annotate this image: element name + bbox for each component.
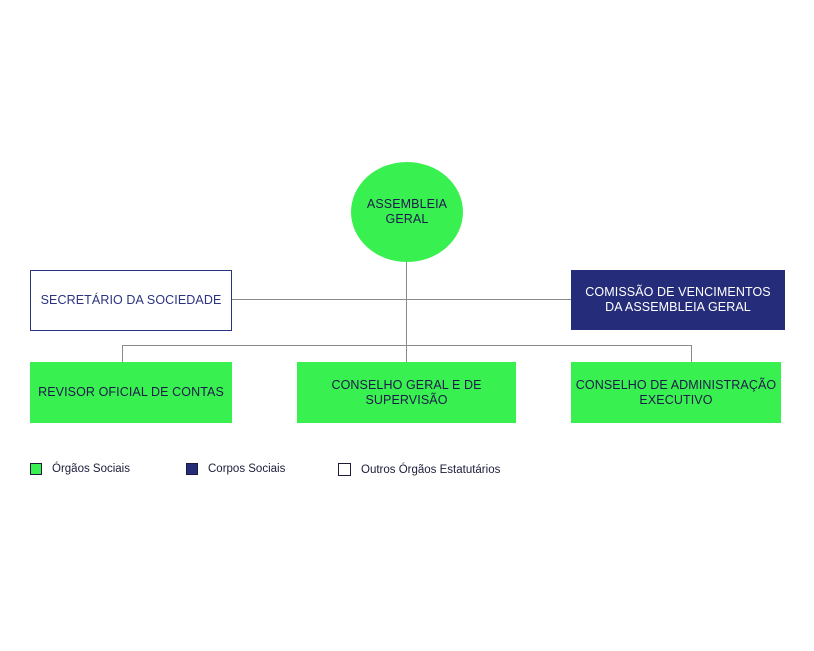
legend-corpos-sociais-label: Corpos Sociais (208, 463, 286, 475)
node-conselho-de-administracao-executivo: CONSELHO DE ADMINISTRAÇÃO EXECUTIVO (571, 362, 781, 423)
node-revisor-label: REVISOR OFICIAL DE CONTAS (38, 385, 224, 399)
node-assembleia-line1: ASSEMBLEIA (366, 197, 448, 211)
legend-orgaos-sociais: Órgãos Sociais (30, 463, 130, 475)
node-conselho-admin-line2: EXECUTIVO (639, 392, 713, 407)
node-secretario-da-sociedade: SECRETÁRIO DA SOCIEDADE (30, 270, 232, 331)
legend-orgaos-sociais-label: Órgãos Sociais (52, 463, 130, 475)
legend-outros-orgaos-label: Outros Órgãos Estatutários (361, 463, 501, 476)
node-conselho-geral-line2: SUPERVISÃO (365, 392, 448, 407)
node-revisor-oficial-de-contas: REVISOR OFICIAL DE CONTAS (30, 362, 232, 423)
node-comissao-line1: COMISSÃO DE VENCIMENTOS (585, 285, 771, 299)
legend-swatch-green (30, 463, 42, 475)
legend-corpos-sociais: Corpos Sociais (186, 463, 285, 475)
legend-swatch-navy (186, 463, 198, 475)
legend-outros-orgaos: Outros Órgãos Estatutários (338, 463, 500, 476)
node-comissao-line2: DA ASSEMBLEIA GERAL (605, 300, 751, 314)
node-conselho-admin-line1: CONSELHO DE ADMINISTRAÇÃO (575, 377, 777, 392)
node-conselho-geral-e-de-supervisao: CONSELHO GERAL E DE SUPERVISÃO (297, 362, 516, 423)
node-assembleia-geral: ASSEMBLEIA GERAL (351, 162, 463, 262)
node-conselho-geral-line1: CONSELHO GERAL E DE (331, 377, 482, 392)
node-comissao-de-vencimentos: COMISSÃO DE VENCIMENTOS DA ASSEMBLEIA GE… (571, 270, 785, 330)
legend-swatch-outline (338, 463, 351, 476)
node-assembleia-line2: GERAL (385, 212, 429, 226)
node-secretario-label: SECRETÁRIO DA SOCIEDADE (40, 293, 222, 307)
